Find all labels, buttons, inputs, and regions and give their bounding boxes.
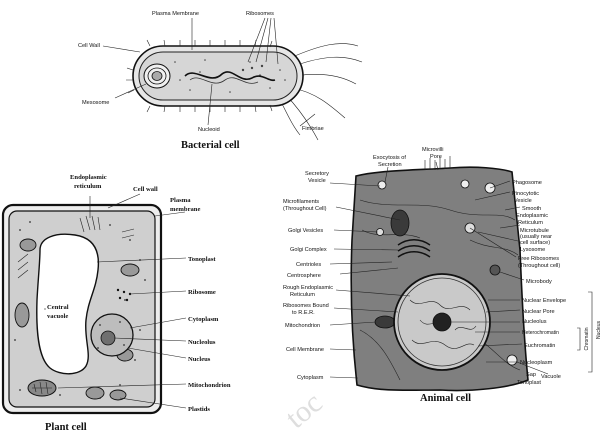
animal-nucleolus-shape — [432, 312, 452, 332]
label-animal-mitochondrion: Mitochondrion — [285, 323, 320, 329]
label-animal-nuclear-envelope: Nuclear Envelope — [522, 298, 566, 304]
label-animal-nucleus-bracket: Nucleus — [596, 320, 602, 339]
label-animal-nucleolus: Nucleolus — [522, 319, 547, 325]
label-animal-microfilaments-1: Microfilaments — [283, 199, 319, 205]
label-animal-microvilli-2: Pore — [430, 154, 442, 160]
bacterial-cell-diagram: Plasma Membrane Ribosomes Cell Wall Meso… — [78, 11, 363, 151]
plant-central-vacuole-shape — [36, 233, 100, 375]
bacterial-pili — [126, 39, 273, 113]
label-animal-microbody: Microbody — [526, 279, 552, 285]
label-plant-central-2: vacuole — [47, 313, 68, 320]
label-plant-central-1: Central — [47, 304, 69, 311]
label-animal-rough-er-2: Reticulum — [290, 292, 315, 298]
animal-leader-lines — [329, 161, 549, 379]
label-animal-euchromatin: Euchromatin — [524, 343, 555, 349]
label-ribosomes: Ribosomes — [246, 11, 274, 17]
plant-leader-lines — [44, 193, 187, 409]
title-animal-cell: Animal cell — [420, 393, 471, 404]
label-animal-sap: Sap — [526, 372, 536, 378]
label-animal-ribosomes-bound-1: Ribosomes Bound — [283, 303, 329, 309]
label-animal-secretory-2: Vesicle — [308, 178, 326, 184]
label-animal-lysosome: Lysosome — [520, 247, 545, 253]
label-animal-ribosomes-bound-2: to R.E.R. — [292, 310, 315, 316]
label-animal-smooth-3: Reticulum — [518, 220, 543, 226]
bacterial-nucleoid-shape — [184, 71, 276, 82]
label-plant-er-1: Endoplasmic — [70, 174, 107, 181]
label-cell-wall: Cell Wall — [78, 43, 100, 49]
label-plant-ribosome: Ribosome — [188, 289, 216, 296]
label-plant-nucleus: Nucleus — [188, 356, 211, 363]
plant-nucleolus-shape — [100, 330, 116, 346]
label-animal-centrosphere: Centrosphere — [287, 273, 321, 279]
label-animal-microtubule-1: Microtubule — [520, 228, 549, 234]
label-plant-mitochondrion: Mitochondrion — [188, 382, 231, 389]
label-animal-microtubule-3: cell surface) — [520, 240, 550, 246]
label-plant-tonoplast: Tonoplast — [188, 256, 216, 263]
label-animal-rough-er-1: Rough Endoplasmic — [283, 285, 333, 291]
label-animal-pinocytotic-1: Pinocytotic — [512, 191, 539, 197]
animal-cell-diagram: Exocytosis of Secretion Microvilli Pore … — [283, 147, 602, 404]
label-animal-pinocytotic-2: Vesicle — [514, 198, 532, 204]
label-plant-plastids: Plastids — [188, 406, 210, 413]
bacterial-leader-lines — [102, 17, 316, 127]
label-animal-free-ribosomes-1: Free Ribosomes — [518, 256, 559, 262]
label-animal-exocytosis-1: Exocytosis of — [373, 155, 406, 161]
plant-ribosomes — [116, 288, 132, 302]
title-bacterial-cell: Bacterial cell — [181, 140, 240, 151]
title-plant-cell: Plant cell — [45, 422, 87, 433]
label-plant-plasma-2: membrane — [170, 206, 200, 213]
plant-plastids — [14, 238, 140, 401]
label-animal-exocytosis-2: Secretion — [378, 162, 402, 168]
label-fimbriae: Fimbriae — [302, 126, 324, 132]
label-plasma-membrane: Plasma Membrane — [152, 11, 199, 17]
label-animal-nucleoplasm: Nucleoplasm — [520, 360, 553, 366]
label-animal-golgi-complex: Golgi Complex — [290, 247, 327, 253]
animal-golgi-complex — [397, 239, 431, 258]
label-animal-heterochromatin: Heterochromatin — [522, 330, 559, 336]
label-animal-cell-membrane: Cell Membrane — [286, 347, 324, 353]
label-animal-tonoplast: Tonoplast — [517, 380, 541, 386]
bacterial-mesosome-shape — [143, 63, 171, 89]
animal-microvilli — [424, 156, 451, 170]
animal-cytoplasm-texture — [359, 199, 521, 381]
animal-vesicles — [376, 179, 501, 276]
label-animal-chromatin-bracket: Chromatin — [584, 327, 590, 350]
label-plant-plasma-1: Plasma — [170, 197, 191, 204]
label-nucleoid: Nucleoid — [198, 127, 220, 133]
label-animal-smooth-1: Smooth — [522, 206, 541, 212]
label-animal-cytoplasm: Cytoplasm — [297, 375, 324, 381]
label-plant-cytoplasm: Cytoplasm — [188, 316, 219, 323]
animal-brackets — [577, 291, 593, 373]
label-animal-smooth-2: Endoplasmic — [516, 213, 548, 219]
label-animal-free-ribosomes-2: (Throughout cell) — [518, 263, 560, 269]
label-plant-cell-wall: Cell wall — [133, 186, 158, 193]
label-animal-golgi-vesicles: Golgi Vesicles — [288, 228, 323, 234]
plant-cytoplasm-texture — [14, 221, 146, 399]
label-animal-phagosome: Phagosome — [512, 180, 542, 186]
plant-cell-diagram: Endoplasmic reticulum Cell wall Plasma m… — [1, 174, 231, 433]
label-animal-centrioles: Centrioles — [296, 262, 321, 268]
label-animal-microfilaments-2: (Throughout Cell) — [283, 206, 327, 212]
label-animal-secretory-1: Secretory — [305, 171, 329, 177]
label-plant-nucleolus: Nucleolus — [188, 339, 216, 346]
label-mesosome: Mesosome — [82, 100, 109, 106]
label-animal-nuclear-pore: Nuclear Pore — [522, 309, 555, 315]
watermark: toc — [279, 386, 328, 435]
label-animal-vacuole: Vacuole — [541, 374, 561, 380]
bacterial-cytoplasm-dots — [174, 59, 286, 93]
label-animal-microvilli-1: Microvilli — [422, 147, 443, 153]
label-animal-microtubule-2: (usually near — [520, 234, 552, 240]
label-plant-er-2: reticulum — [74, 183, 102, 190]
plant-er-drawing — [17, 215, 135, 279]
